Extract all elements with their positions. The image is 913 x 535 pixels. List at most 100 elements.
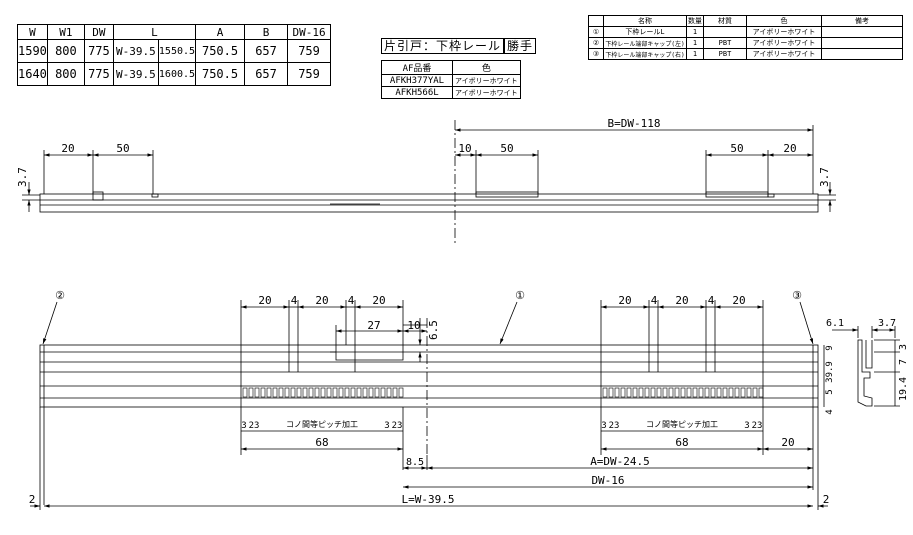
dim-label: 6.5 [427, 320, 440, 340]
section-dim: 9 [825, 345, 835, 350]
dim-label: 23 [249, 421, 260, 431]
slot-hole [254, 387, 260, 398]
dim-label: 4 [291, 294, 298, 307]
slot-hole [338, 387, 344, 398]
slot-hole [272, 387, 278, 398]
slot-hole [278, 387, 284, 398]
callout-cap-right: ③ [792, 289, 802, 302]
slot-hole [356, 387, 362, 398]
section-dim: 4 [825, 409, 835, 414]
dim-label: 4 [348, 294, 355, 307]
dw16-dimension-label: DW-16 [591, 474, 624, 487]
slot-hole [638, 387, 644, 398]
slot-hole [662, 387, 668, 398]
slot-hole [392, 387, 398, 398]
slot-hole [656, 387, 662, 398]
dim-label: 23 [752, 421, 763, 431]
section-dim: 7 [898, 359, 909, 365]
slot-hole [626, 387, 632, 398]
slot-hole [686, 387, 692, 398]
slot-hole [374, 387, 380, 398]
slot-hole [758, 387, 764, 398]
section-dim: 6.1 [826, 318, 844, 329]
header-dw16: DW-16 [287, 24, 332, 40]
l-dimension-label: L=W-39.5 [402, 493, 455, 506]
dimension-table: W W1 DW L A B DW-16 1590 800 775 W-39.5 … [17, 24, 332, 86]
slot-hole [248, 387, 254, 398]
dim-label: 2 [823, 493, 830, 506]
slot-hole [746, 387, 752, 398]
dim-label: 4 [651, 294, 658, 307]
cell: AFKH566L [381, 86, 453, 99]
height-label-right: 3.7 [818, 167, 831, 187]
drawing-title: 片引戸：下枠レール勝手 [381, 37, 537, 54]
af-product-table: AF品番 色 AFKH377YAL アイボリーホワイト AFKH566L アイボ… [381, 60, 521, 99]
pitch-slots [242, 387, 764, 398]
dim-label: 10 [407, 319, 420, 332]
slot-hole [368, 387, 374, 398]
cell: 1600.5 [157, 62, 197, 86]
slot-hole [740, 387, 746, 398]
pitch-note-right: コノ間等ピッチ加工 [646, 419, 718, 429]
callout-cap-left: ② [55, 289, 65, 302]
slot-hole [614, 387, 620, 398]
slot-hole [722, 387, 728, 398]
slot-hole [728, 387, 734, 398]
section-dim: 39.9 [825, 361, 835, 383]
slot-hole [650, 387, 656, 398]
cell: 1590 [17, 39, 48, 63]
slot-hole [308, 387, 314, 398]
cell [821, 48, 903, 60]
slot-hole [608, 387, 614, 398]
dim-label: 20 [61, 142, 74, 155]
pitch-note-left: コノ間等ピッチ加工 [286, 419, 358, 429]
slot-hole [632, 387, 638, 398]
dim-label: 68 [315, 436, 328, 449]
slot-hole [344, 387, 350, 398]
cell: 800 [46, 39, 85, 63]
dim-label: 20 [315, 294, 328, 307]
slot-hole [602, 387, 608, 398]
slot-hole [698, 387, 704, 398]
slot-hole [332, 387, 338, 398]
section-dim: 5 [825, 389, 835, 394]
dim-label: 50 [116, 142, 129, 155]
slot-hole [704, 387, 710, 398]
dim-label: 20 [258, 294, 271, 307]
cell: 775 [83, 62, 114, 86]
slot-hole [242, 387, 248, 398]
height-label-left: 3.7 [16, 167, 29, 187]
rail-top-body [39, 193, 819, 213]
dim-label: 8.5 [406, 457, 424, 468]
rail-front-body [39, 344, 819, 408]
slot-hole [266, 387, 272, 398]
slot-hole [716, 387, 722, 398]
slot-hole [386, 387, 392, 398]
dim-label: 4 [708, 294, 715, 307]
slot-hole [302, 387, 308, 398]
slot-hole [644, 387, 650, 398]
cell: W-39.5 [112, 62, 159, 86]
dim-label: 3 [241, 421, 246, 431]
dim-label: 23 [392, 421, 403, 431]
cell: 759 [287, 39, 332, 63]
dim-label: 50 [730, 142, 743, 155]
slot-hole [734, 387, 740, 398]
dim-label: 20 [675, 294, 688, 307]
dim-label: 20 [372, 294, 385, 307]
title-hand: 勝手 [504, 38, 537, 54]
front-view [30, 300, 828, 510]
slot-hole [326, 387, 332, 398]
dim-label: 20 [618, 294, 631, 307]
slot-hole [620, 387, 626, 398]
slot-hole [380, 387, 386, 398]
cell: アイボリーホワイト [746, 48, 822, 60]
dim-label: 3 [744, 421, 749, 431]
cell: 750.5 [195, 39, 246, 63]
cell: 759 [287, 62, 332, 86]
cell: アイボリーホワイト [452, 86, 521, 99]
top-view [22, 125, 836, 213]
b-dimension-label: B=DW-118 [608, 117, 661, 130]
dim-label: 20 [732, 294, 745, 307]
